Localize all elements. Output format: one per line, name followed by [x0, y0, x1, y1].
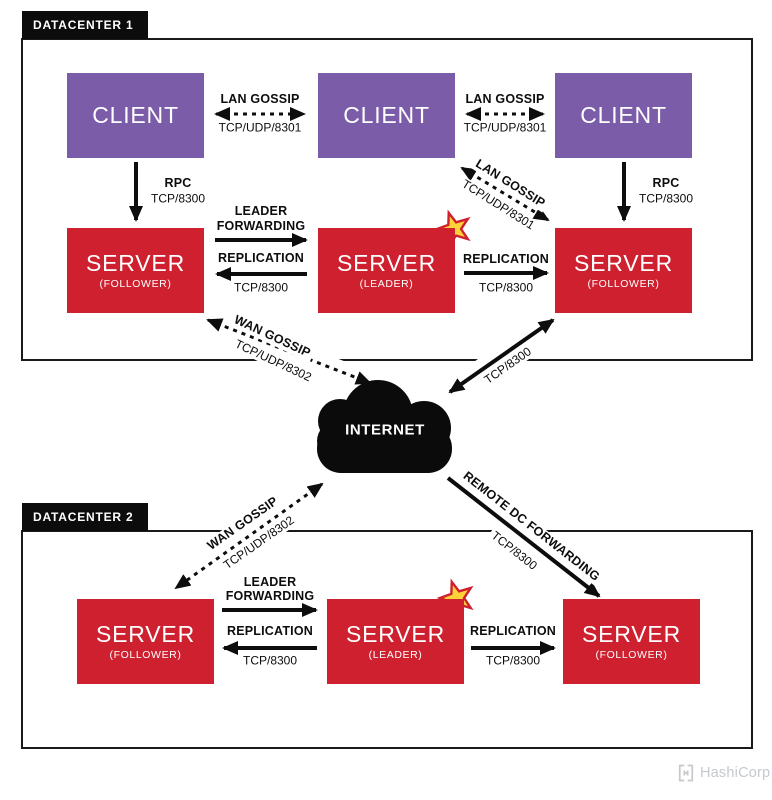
server-label: SERVER	[96, 620, 195, 647]
server-node-dc1-follower-right: SERVER (FOLLOWER)	[555, 228, 692, 313]
server-node-dc2-follower-left: SERVER (FOLLOWER)	[77, 599, 214, 684]
server-role: (FOLLOWER)	[587, 277, 660, 290]
server-role: (FOLLOWER)	[109, 648, 182, 661]
replication-label-dc1-right: REPLICATION	[463, 252, 549, 267]
client-node-3: CLIENT	[555, 73, 692, 158]
replication-port-dc2-left: TCP/8300	[242, 653, 298, 668]
server-label: SERVER	[337, 249, 436, 276]
client-2-label: CLIENT	[343, 102, 430, 128]
datacenter2-label: DATACENTER 2	[33, 510, 134, 524]
hashicorp-brand-text: HashiCorp	[700, 765, 771, 781]
client-node-1: CLIENT	[67, 73, 204, 158]
rpc-port-left: TCP/8300	[150, 191, 206, 206]
rpc-port-right: TCP/8300	[638, 191, 694, 206]
leader-forwarding-line1-dc1: LEADER	[234, 204, 288, 219]
replication-port-dc2-right: TCP/8300	[485, 653, 541, 668]
server-label: SERVER	[574, 249, 673, 276]
server-internet-arrow	[448, 318, 555, 394]
server-label: SERVER	[86, 249, 185, 276]
server-node-dc1-leader: SERVER (LEADER)	[318, 228, 455, 313]
server-label: SERVER	[582, 620, 681, 647]
server-node-dc1-follower-left: SERVER (FOLLOWER)	[67, 228, 204, 313]
wan-gossip-arrow-dc1	[206, 318, 372, 385]
rpc-label-right: RPC	[652, 176, 680, 191]
lan-gossip-port-2: TCP/UDP/8301	[463, 120, 547, 135]
datacenter1-label: DATACENTER 1	[33, 18, 134, 32]
server-node-dc2-leader: SERVER (LEADER)	[327, 599, 464, 684]
server-role: (LEADER)	[368, 648, 423, 661]
datacenter2-border	[21, 530, 753, 749]
wan-gossip-arrow-dc2	[174, 482, 324, 590]
replication-port-dc1-left: TCP/8300	[233, 280, 289, 295]
rpc-label-left: RPC	[164, 176, 192, 191]
hashicorp-logo: HashiCorp	[676, 763, 770, 783]
hashicorp-mark-icon	[678, 764, 694, 782]
replication-label-dc1-left: REPLICATION	[218, 251, 304, 266]
replication-label-dc2-right: REPLICATION	[470, 624, 556, 639]
leader-forwarding-line2-dc2: FORWARDING	[225, 589, 315, 604]
lan-gossip-port-1: TCP/UDP/8301	[218, 120, 302, 135]
server-label: SERVER	[346, 620, 445, 647]
leader-forwarding-line2-dc1: FORWARDING	[216, 219, 306, 234]
server-node-dc2-follower-right: SERVER (FOLLOWER)	[563, 599, 700, 684]
server-role: (FOLLOWER)	[595, 648, 668, 661]
lan-gossip-arrow-diagonal	[460, 166, 550, 222]
leader-forwarding-line1-dc2: LEADER	[243, 575, 297, 590]
client-node-2: CLIENT	[318, 73, 455, 158]
replication-port-dc1-right: TCP/8300	[478, 280, 534, 295]
server-role: (LEADER)	[359, 277, 414, 290]
remote-dc-forwarding-arrow	[446, 476, 601, 598]
lan-gossip-label-1: LAN GOSSIP	[220, 92, 300, 107]
client-1-label: CLIENT	[92, 102, 179, 128]
lan-gossip-label-2: LAN GOSSIP	[465, 92, 545, 107]
internet-label: INTERNET	[345, 421, 425, 439]
client-3-label: CLIENT	[580, 102, 667, 128]
gossip-arrows	[174, 107, 550, 590]
datacenter2-tab: DATACENTER 2	[22, 503, 148, 531]
server-role: (FOLLOWER)	[99, 277, 172, 290]
datacenter1-border	[21, 38, 753, 361]
internet-cloud	[317, 380, 452, 473]
solid-arrows	[129, 162, 631, 655]
replication-label-dc2-left: REPLICATION	[227, 624, 313, 639]
datacenter1-tab: DATACENTER 1	[22, 11, 148, 39]
